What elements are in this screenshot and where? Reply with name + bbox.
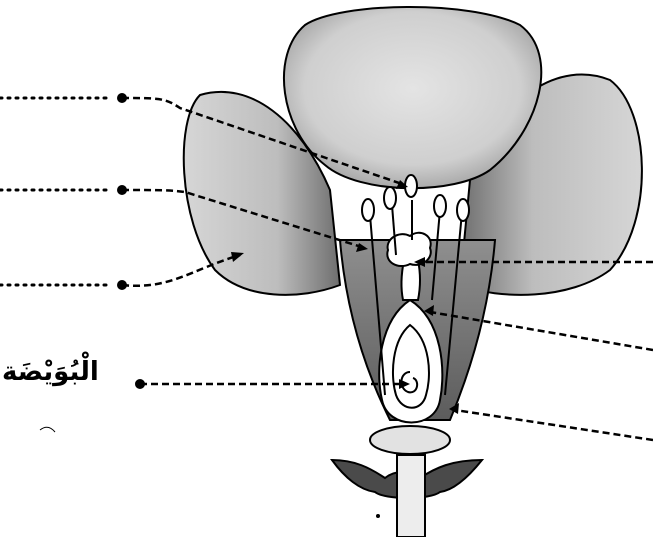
right-leader-3 [455,410,653,440]
anther-1 [362,199,374,221]
anther-2 [384,187,396,209]
pedicel [397,455,425,537]
anther-5 [457,199,469,221]
anther-4 [434,195,446,217]
stray-mark [40,427,55,432]
receptacle [370,426,450,454]
ovule-label: الْبُوَيْضَة [2,357,99,387]
stray-dot [376,514,380,518]
